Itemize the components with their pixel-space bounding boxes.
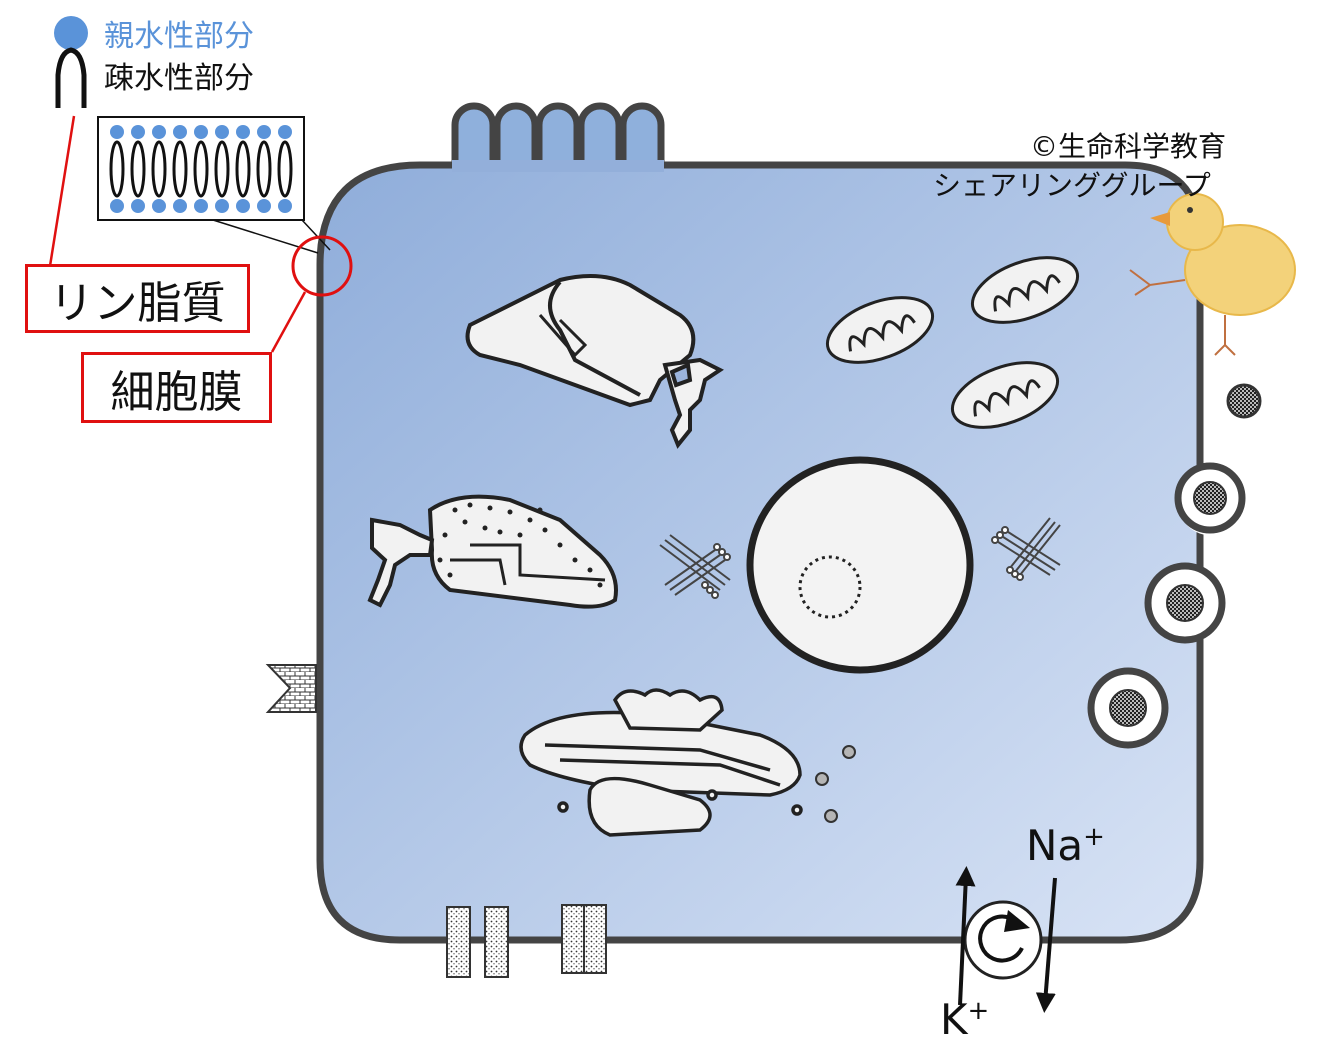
credit-line1: ©生命科学教育 [1030,130,1227,163]
microvilli [451,102,665,170]
potassium-charge: + [967,996,990,1026]
rough-er [367,494,618,609]
nucleus [746,456,974,674]
membrane-channels [446,904,607,978]
hydrophobic-label: 疎水性部分 [104,61,254,96]
vesicles-right [1087,383,1262,749]
sodium-label: Na+ [1026,824,1105,867]
sodium-symbol: Na [1026,821,1084,870]
mitochondria [825,256,1080,429]
sodium-potassium-pump-icon [955,866,1057,1013]
vesicle [1226,383,1262,419]
sodium-charge: + [1083,822,1105,852]
potassium-label: K+ [940,998,989,1041]
smooth-er [465,274,724,449]
cell-membrane-label: 細胞膜 [81,352,272,423]
membrane-receptor [265,664,317,713]
golgi-apparatus [519,688,803,837]
membrane-highlight-circle [291,235,353,297]
centriole [659,534,731,599]
hydrophilic-head-icon [54,16,88,50]
credit-line2: シェアリンググループ [933,169,1211,202]
phospholipid-text: リン脂質 [49,277,226,329]
cell-membrane-text: 細胞膜 [110,366,243,418]
bilayer-icon [97,116,305,221]
potassium-symbol: K [940,995,968,1044]
phospholipid-label: リン脂質 [25,264,250,333]
centriole [991,517,1061,581]
secretory-vesicles [815,745,856,823]
chick-icon [1129,193,1296,356]
hydrophobic-tail-icon [55,47,87,108]
hydrophilic-label: 親水性部分 [104,19,254,54]
